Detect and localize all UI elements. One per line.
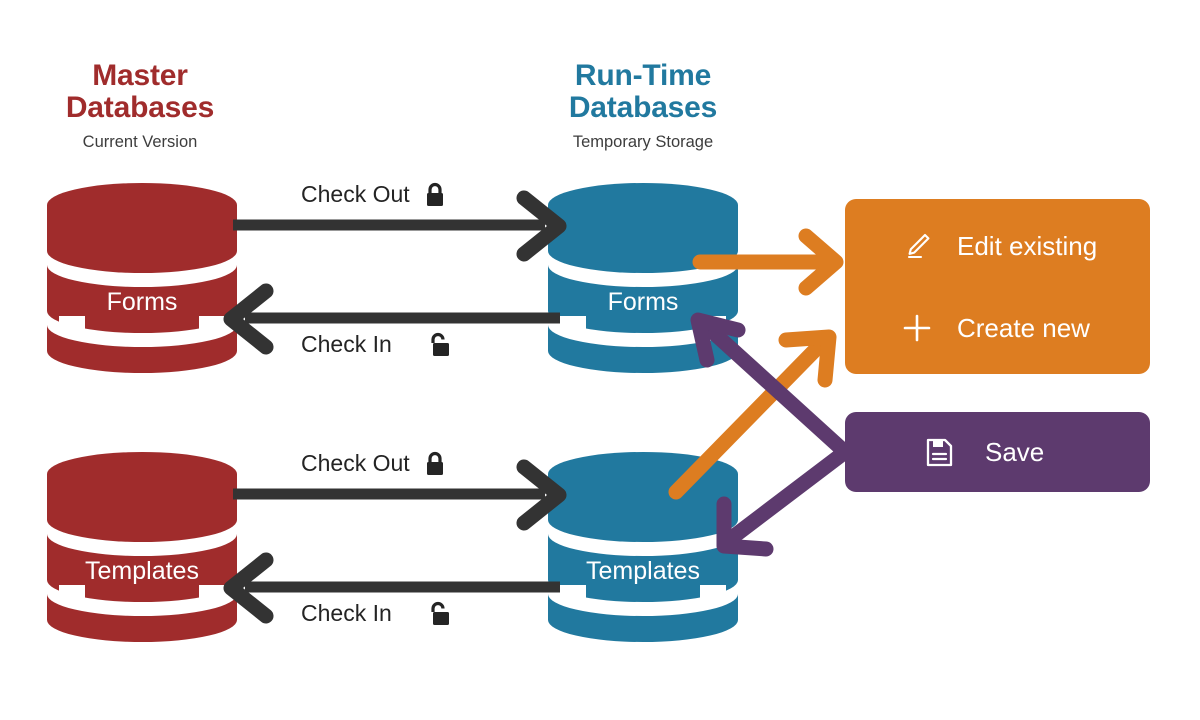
checkout-arrow-templates xyxy=(233,459,567,531)
save-arrow-templates xyxy=(716,444,853,557)
database-master-templates[interactable] xyxy=(47,452,237,642)
lock-closed-icon xyxy=(424,182,446,208)
edge-label-checkin-forms: Check In xyxy=(301,331,452,358)
create-new-row[interactable]: Create new xyxy=(889,313,1150,343)
plus-icon xyxy=(889,313,945,343)
edit-existing-label: Edit existing xyxy=(957,230,1098,261)
save-label: Save xyxy=(985,437,1045,467)
pencil-icon xyxy=(889,231,945,261)
lock-closed-icon xyxy=(424,451,446,477)
column-subtitle-master: Current Version xyxy=(82,133,198,152)
edge-label-text: Check In xyxy=(301,331,392,357)
column-header-master: Master Databases Current Version xyxy=(20,59,260,152)
checkin-arrow-forms xyxy=(223,283,560,355)
edit-arrow-templates xyxy=(668,329,837,500)
checkin-arrow-templates xyxy=(223,552,560,624)
edge-label-text: Check Out xyxy=(301,181,410,207)
lock-open-icon xyxy=(428,601,452,627)
edge-label-text: Check In xyxy=(301,600,392,626)
save-panel[interactable]: Save xyxy=(845,412,1150,492)
database-runtime-templates[interactable] xyxy=(548,452,738,642)
floppy-disk-icon xyxy=(919,438,959,467)
column-subtitle-runtime: Temporary Storage xyxy=(572,133,714,152)
edge-label-checkin-templates: Check In xyxy=(301,600,452,627)
edge-label-checkout-templates: Check Out xyxy=(301,450,446,477)
column-header-runtime: Run-Time Databases Temporary Storage xyxy=(523,59,763,152)
column-title-runtime: Run-Time Databases xyxy=(568,59,718,125)
database-master-forms[interactable] xyxy=(47,183,237,373)
edit-existing-row[interactable]: Edit existing xyxy=(889,231,1150,261)
save-row[interactable]: Save xyxy=(919,438,1150,467)
save-arrow-forms xyxy=(690,312,853,460)
column-title-master: Master Databases xyxy=(65,59,215,125)
edge-label-checkout-forms: Check Out xyxy=(301,181,446,208)
edit-panel[interactable]: Edit existing Create new xyxy=(845,199,1150,374)
lock-open-icon xyxy=(428,332,452,358)
edge-label-text: Check Out xyxy=(301,450,410,476)
create-new-label: Create new xyxy=(957,312,1090,343)
edit-arrow-forms xyxy=(692,228,844,296)
checkout-arrow-forms xyxy=(233,190,567,262)
